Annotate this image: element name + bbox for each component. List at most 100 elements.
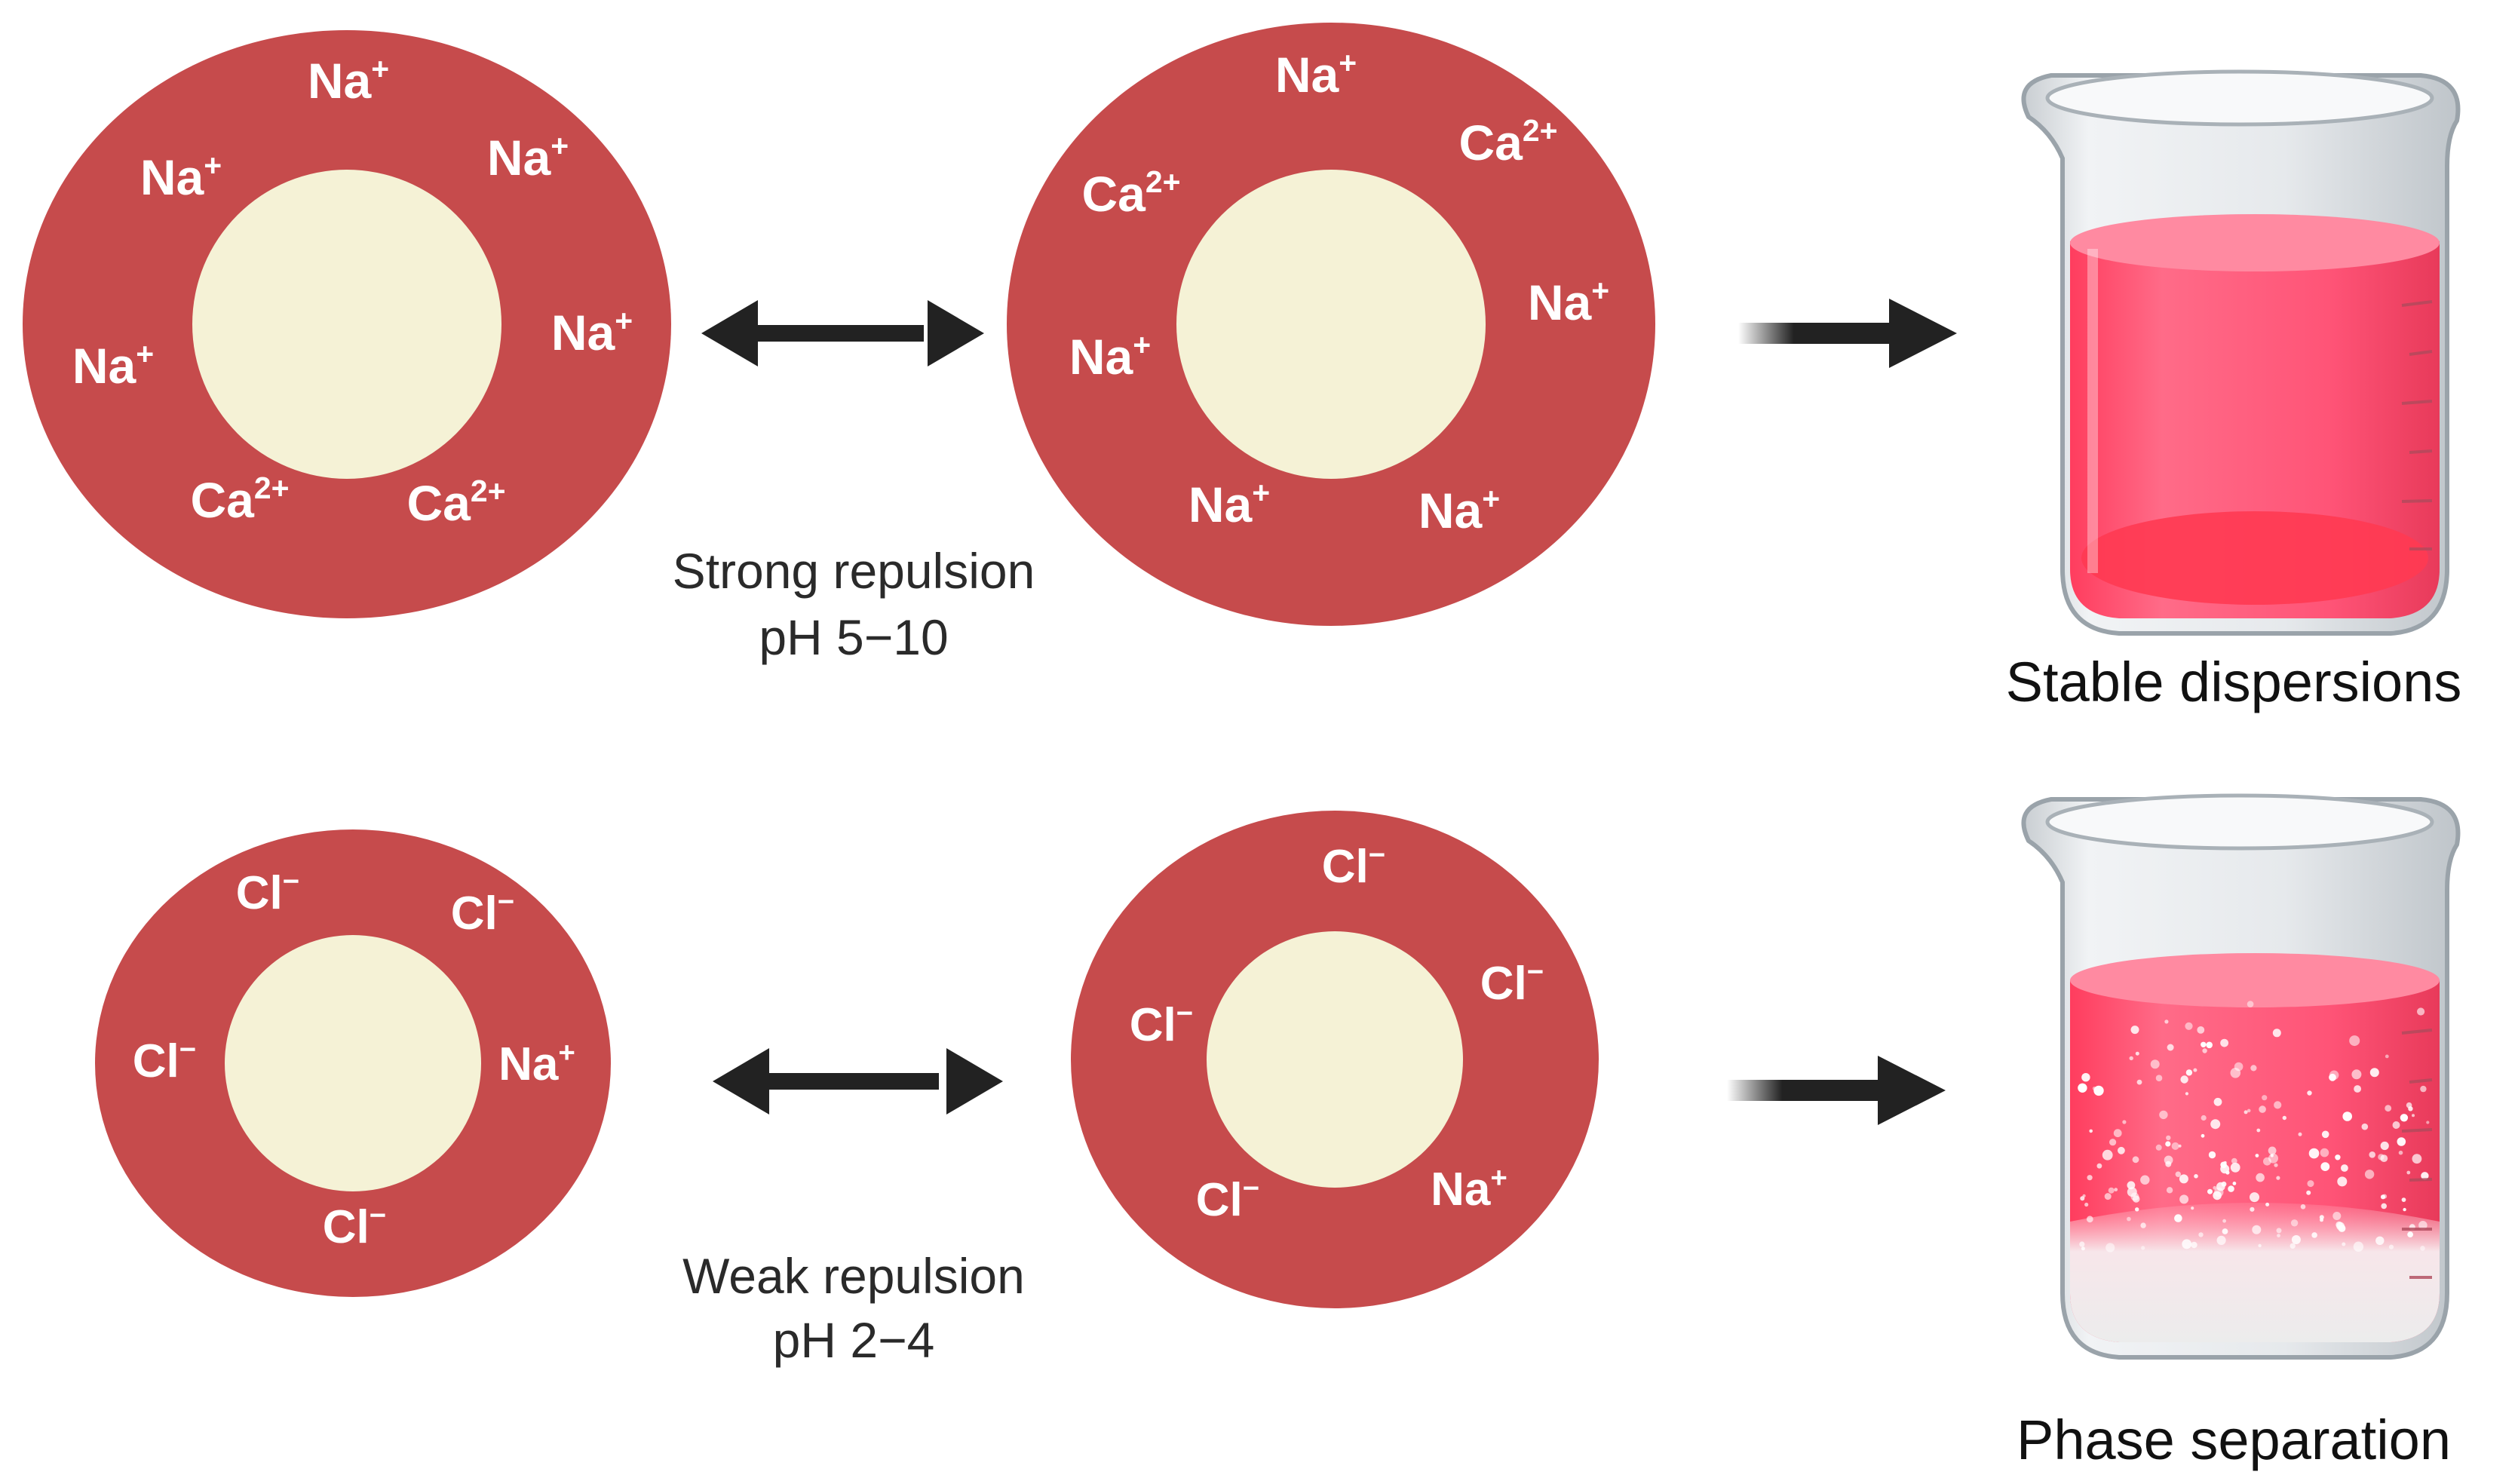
speck xyxy=(2307,1180,2314,1188)
ion-symbol: Cl xyxy=(1480,958,1527,1010)
speck xyxy=(2081,1073,2090,1082)
speck xyxy=(2102,1149,2113,1161)
speck xyxy=(2290,1219,2299,1227)
ion-charge: + xyxy=(204,148,222,182)
speck xyxy=(2108,1187,2115,1194)
speck xyxy=(2335,1154,2341,1161)
caption-weak-line1: Weak repulsion xyxy=(682,1248,1025,1304)
ion-label-na: Na+ xyxy=(1528,273,1609,330)
speck xyxy=(2166,1187,2173,1194)
speck xyxy=(2127,1187,2137,1197)
speck xyxy=(2136,1079,2142,1085)
ion-label-na: Na+ xyxy=(1188,475,1270,532)
speck xyxy=(2342,1242,2346,1246)
ion-charge: − xyxy=(370,1199,386,1231)
speck xyxy=(2259,1105,2266,1113)
particle-acidic-left: Cl−Cl−Cl−Na+Cl− xyxy=(95,829,611,1297)
speck xyxy=(2086,1216,2093,1223)
speck xyxy=(2105,1243,2115,1253)
speck xyxy=(2420,1085,2427,1093)
ion-label-ca: Ca2+ xyxy=(1458,113,1557,170)
speck xyxy=(2321,1130,2329,1139)
ion-symbol: Na xyxy=(1188,477,1253,532)
speck xyxy=(2079,1241,2085,1247)
speck xyxy=(2256,1173,2265,1182)
ion-symbol: Ca xyxy=(1458,115,1523,170)
ion-symbol: Na xyxy=(1528,274,1593,330)
speck xyxy=(2222,1219,2227,1223)
speck xyxy=(2222,1228,2228,1234)
speck xyxy=(2388,1244,2394,1249)
speck xyxy=(2353,1241,2364,1252)
ion-label-na: Na+ xyxy=(308,51,389,109)
speck xyxy=(2113,1129,2122,1138)
speck xyxy=(2230,1162,2240,1173)
speck xyxy=(2375,1236,2385,1246)
speck xyxy=(2306,1190,2311,1195)
speck xyxy=(2087,1175,2093,1181)
result-arrow-weak xyxy=(1727,1056,1946,1125)
ion-charge: − xyxy=(1243,1172,1259,1204)
speck xyxy=(2332,1212,2342,1220)
speck xyxy=(2337,1176,2348,1187)
speck xyxy=(2089,1129,2093,1133)
speck xyxy=(2140,1175,2150,1185)
ion-label-na: Na+ xyxy=(140,148,222,205)
ion-charge: + xyxy=(371,51,389,86)
ion-charge: − xyxy=(179,1033,196,1065)
speck xyxy=(2093,1085,2104,1096)
speck xyxy=(2135,1207,2139,1212)
speck xyxy=(2385,1054,2389,1059)
speck xyxy=(2272,1029,2281,1038)
speck xyxy=(2274,1163,2278,1167)
ion-charge: + xyxy=(615,303,633,338)
particle-acidic-right: Cl−Cl−Cl−Cl−Na+ xyxy=(1071,811,1599,1308)
speck xyxy=(2329,1073,2336,1081)
ion-symbol: Ca xyxy=(406,475,471,531)
speck xyxy=(2118,1146,2125,1154)
speck xyxy=(2213,1185,2217,1190)
speck xyxy=(2320,1162,2330,1171)
speck xyxy=(2336,1222,2345,1231)
ion-symbol: Cl xyxy=(323,1201,370,1253)
speck xyxy=(2277,1234,2280,1237)
particle-neutral-right: Na+Ca2+Na+Na+Na+Ca2+Na+ xyxy=(1007,23,1655,626)
ion-charge: − xyxy=(1527,955,1544,988)
ion-charge: 2+ xyxy=(1523,113,1558,148)
speck xyxy=(2244,1110,2248,1115)
ion-label-na: Na+ xyxy=(1275,45,1357,103)
speck xyxy=(2122,1120,2127,1124)
speck xyxy=(2290,1243,2296,1249)
ion-symbol: Na xyxy=(1275,47,1340,103)
ion-label-cl: Cl− xyxy=(1196,1172,1259,1226)
speck xyxy=(2214,1187,2224,1197)
ion-label-cl: Cl− xyxy=(451,885,514,940)
ion-label-cl: Cl− xyxy=(1130,997,1193,1051)
outcome-separation-label: Phase separation xyxy=(2017,1409,2451,1471)
ion-label-na: Na+ xyxy=(1069,327,1151,385)
speck xyxy=(2194,1174,2198,1179)
speck xyxy=(2406,1102,2412,1108)
particle-core xyxy=(192,170,501,479)
speck xyxy=(2175,1171,2181,1177)
ion-label-cl: Cl− xyxy=(1322,839,1385,893)
speck xyxy=(2364,1170,2375,1179)
speck xyxy=(2369,1151,2375,1158)
ion-symbol: Ca xyxy=(190,472,255,528)
speck xyxy=(2191,1207,2194,1210)
speck xyxy=(2361,1123,2369,1130)
speck xyxy=(2256,1128,2261,1133)
particle-core xyxy=(1176,170,1486,479)
speck xyxy=(2320,1218,2323,1222)
speck xyxy=(2247,1108,2251,1113)
speck xyxy=(2096,1163,2102,1169)
ion-symbol: Na xyxy=(1069,329,1134,385)
ion-charge: − xyxy=(283,865,299,897)
ion-label-cl: Cl− xyxy=(133,1033,196,1087)
speck xyxy=(2140,1222,2146,1228)
speck xyxy=(2298,1132,2302,1136)
ion-symbol: Na xyxy=(498,1038,559,1090)
speck xyxy=(2198,1232,2204,1237)
